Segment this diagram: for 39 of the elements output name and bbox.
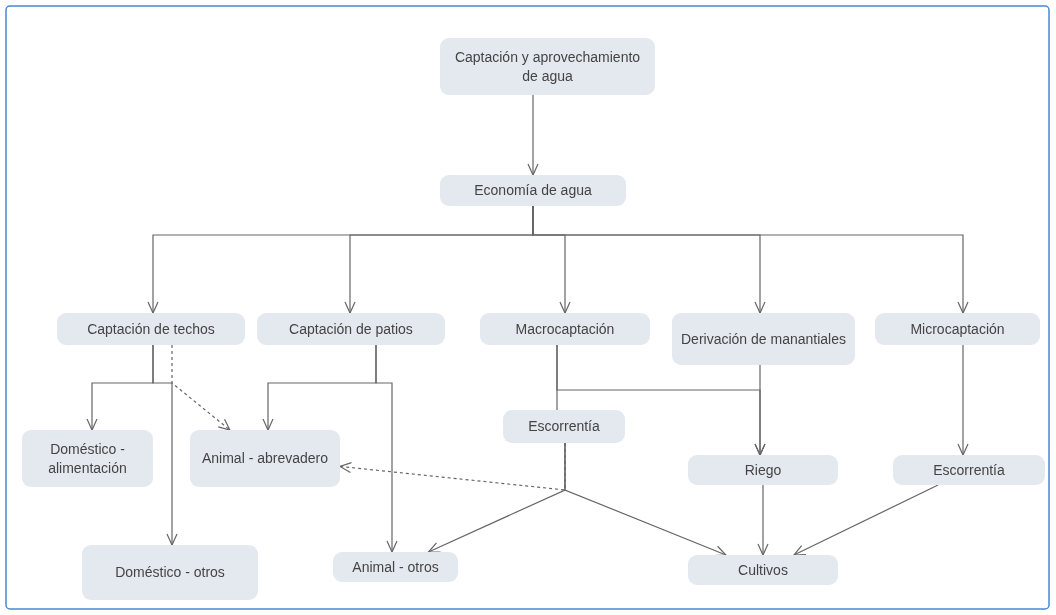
process-box (440, 175, 626, 206)
arrow (152, 344, 178, 546)
process-box (875, 313, 1040, 345)
process-box (893, 455, 1045, 485)
process-box (440, 38, 655, 95)
box-label: Captación de patios (289, 319, 413, 339)
box-label: Doméstico - alimentación (47, 440, 128, 477)
process-box (688, 555, 838, 585)
box-label: Captación y aprovechamiento de agua (453, 48, 642, 85)
process-box (672, 313, 855, 365)
box-label: Riego (744, 460, 782, 480)
box-label: Animal - abrevadero (201, 449, 329, 468)
process-box (190, 430, 340, 487)
process-box (22, 430, 153, 487)
arrow (754, 364, 766, 456)
process-box (57, 313, 245, 345)
process-box (333, 552, 458, 582)
dashed-arrow (339, 442, 566, 491)
process-box (82, 545, 258, 600)
box-label: Captación de techos (87, 319, 215, 339)
process-box (503, 410, 625, 443)
box-label: Escorrentía (933, 460, 1005, 480)
box-label: Animal - otros (352, 557, 439, 577)
process-box (688, 455, 838, 485)
arrow (527, 94, 539, 176)
box-label: Economía de agua (474, 181, 592, 200)
dashed-arrow (171, 344, 231, 431)
box-label: Derivación de manantiales (681, 329, 846, 349)
arrow (757, 484, 769, 556)
box-label: Doméstico - otros (115, 563, 225, 582)
process-box (480, 313, 650, 345)
arrow (375, 344, 398, 553)
arrow (793, 484, 939, 556)
arrow (957, 344, 969, 456)
box-label: Escorrentía (528, 417, 600, 436)
box-label: Microcaptación (910, 319, 1005, 339)
box-label: Macrocaptación (515, 319, 615, 339)
box-label: Cultivos (738, 560, 788, 580)
process-box (257, 313, 445, 345)
